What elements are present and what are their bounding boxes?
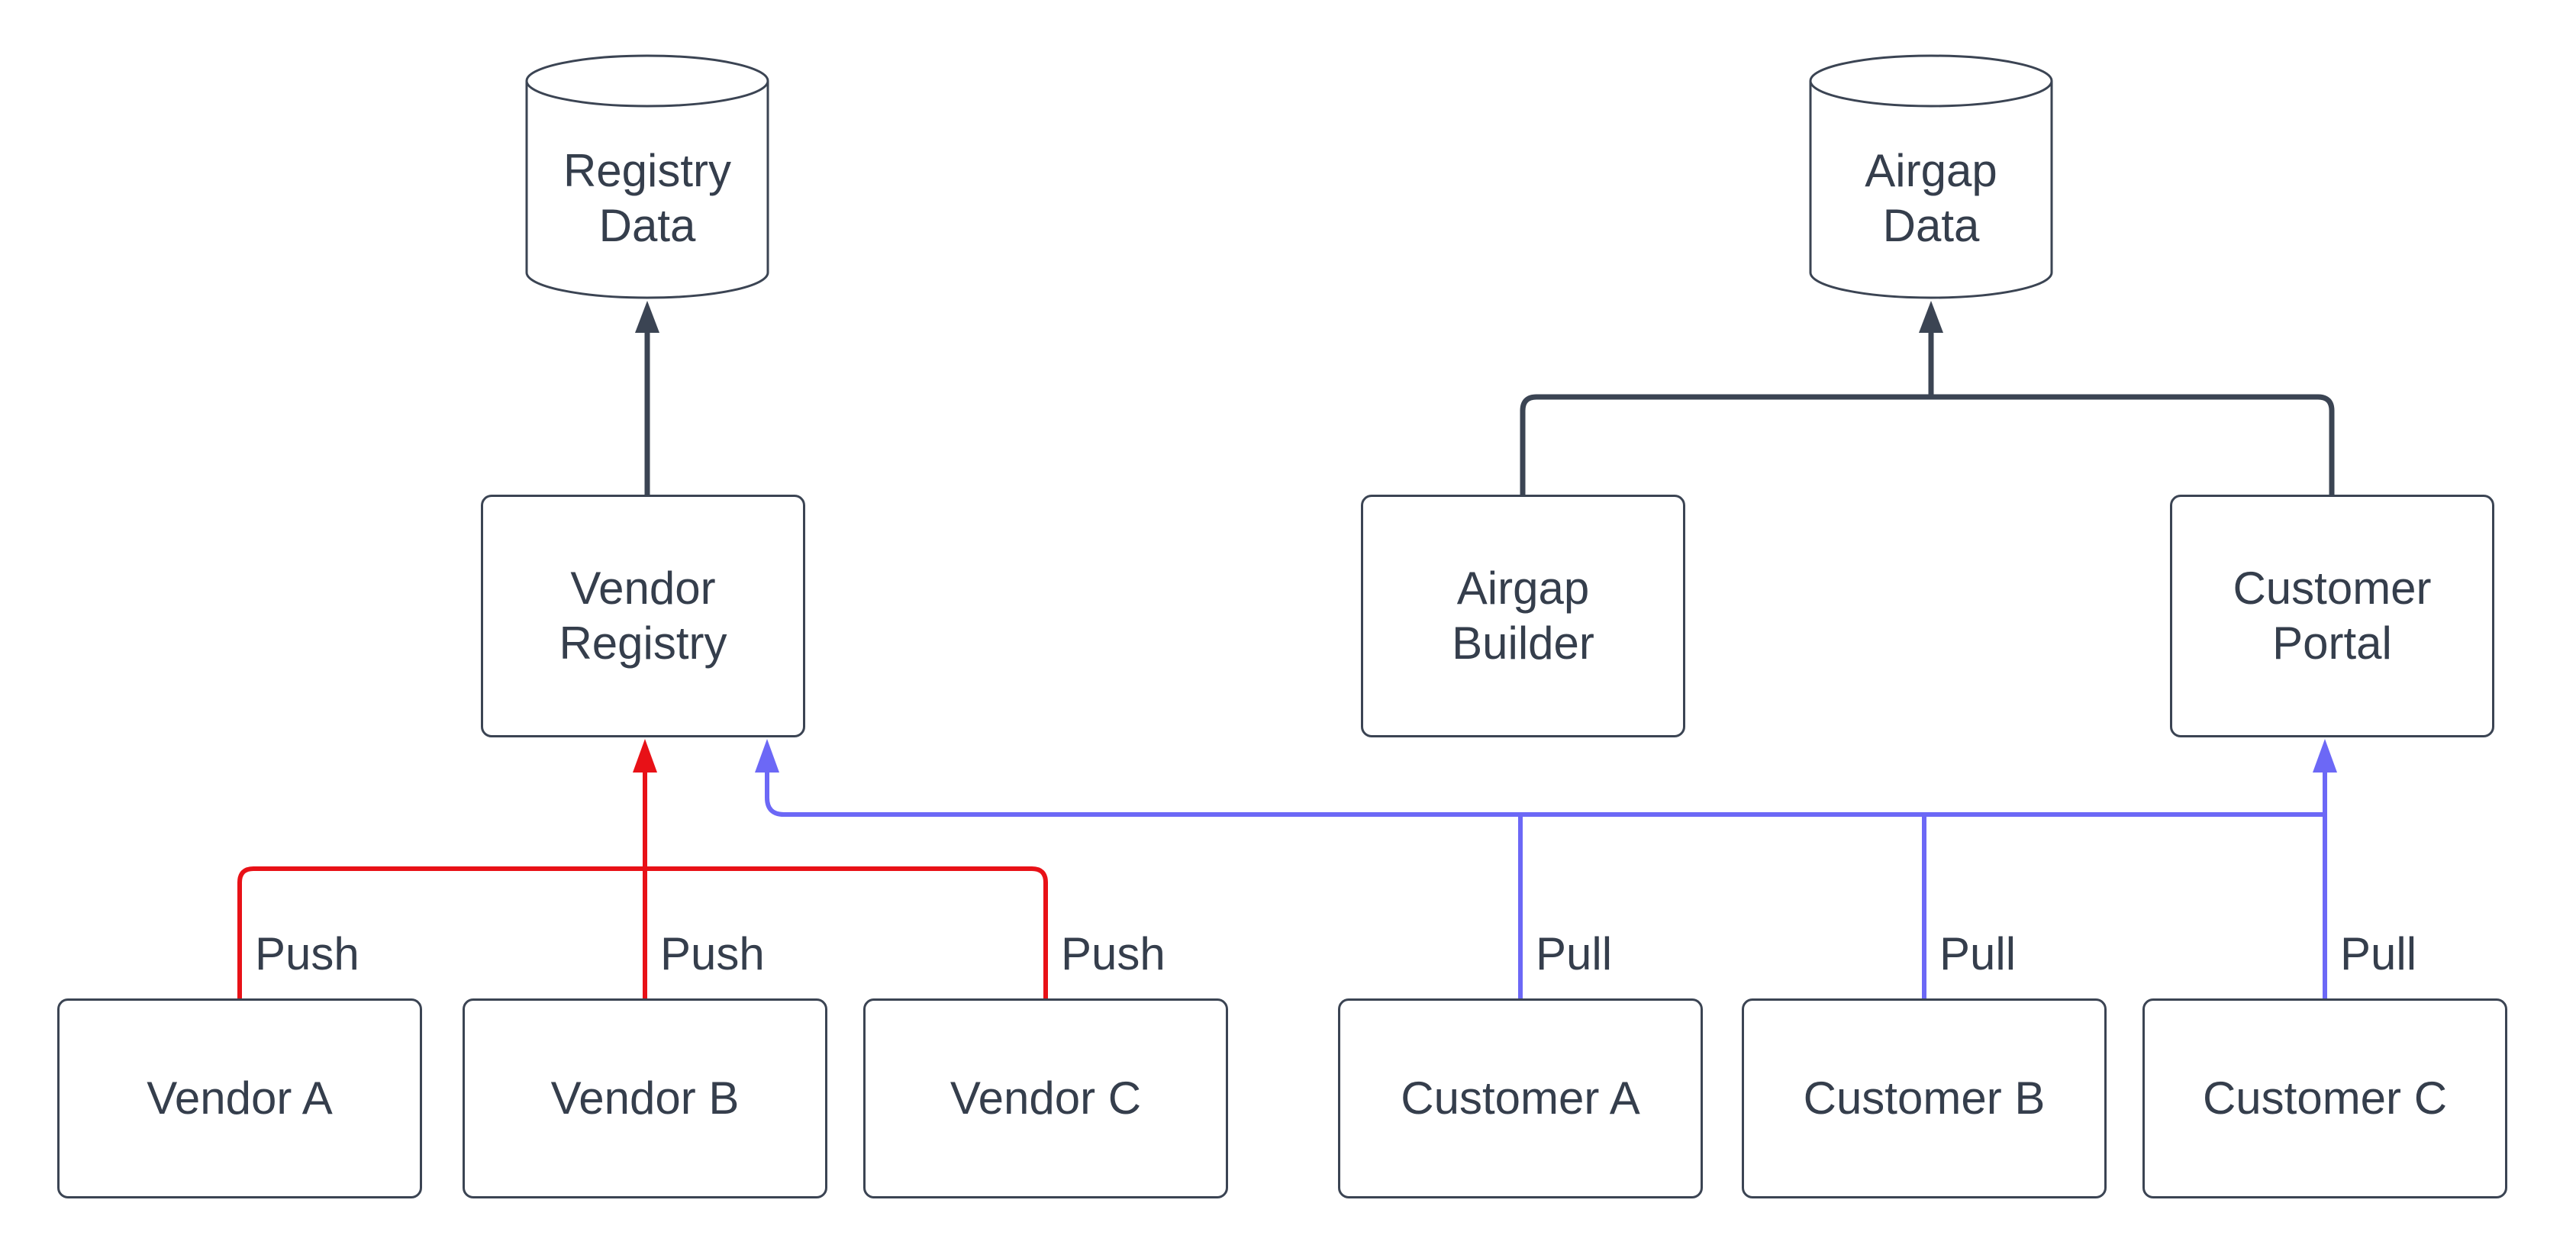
node-customer-portal: Customer Portal xyxy=(2170,495,2494,737)
edge-airgap-builder-portal-bus xyxy=(1520,394,2335,495)
node-customer-a: Customer A xyxy=(1338,998,1703,1198)
registry-data-label-line2: Data xyxy=(598,200,696,251)
registry-data-cylinder-body xyxy=(525,81,769,299)
node-vendor-a: Vendor A xyxy=(57,998,422,1198)
airgap-data-cylinder-top xyxy=(1809,54,2053,108)
registry-data-cylinder-top xyxy=(525,54,769,108)
arrowhead-registry-data xyxy=(635,301,659,333)
airgap-data-label: Airgap Data xyxy=(1810,122,2052,275)
registry-data-label: Registry Data xyxy=(527,122,768,275)
arrowhead-push-vendor-registry xyxy=(633,739,657,773)
edge-label-pull-customer-a: Pull xyxy=(1536,928,1613,979)
airgap-data-label-line1: Airgap xyxy=(1865,145,1997,196)
registry-data-label-line1: Registry xyxy=(563,145,732,196)
node-customer-c: Customer C xyxy=(2142,998,2507,1198)
node-vendor-c: Vendor C xyxy=(863,998,1228,1198)
arrowhead-pull-customer-portal xyxy=(2313,739,2337,773)
edge-label-push-vendor-b: Push xyxy=(660,928,765,979)
edge-label-push-vendor-a: Push xyxy=(255,928,359,979)
airgap-builder-label-line2: Builder xyxy=(1452,618,1594,669)
vendor-registry-label-line2: Registry xyxy=(559,618,727,669)
node-customer-b: Customer B xyxy=(1742,998,2107,1198)
edge-label-pull-customer-b: Pull xyxy=(1939,928,2017,979)
customer-portal-label-line2: Portal xyxy=(2272,618,2392,669)
customer-a-label: Customer A xyxy=(1401,1073,1640,1124)
node-vendor-b: Vendor B xyxy=(463,998,827,1198)
arrowhead-airgap-data xyxy=(1919,301,1943,333)
node-vendor-registry: Vendor Registry xyxy=(481,495,805,737)
airgap-data-cylinder-body xyxy=(1809,81,2053,299)
vendor-registry-label-line1: Vendor xyxy=(570,563,716,614)
node-airgap-builder: Airgap Builder xyxy=(1361,495,1685,737)
customer-b-label: Customer B xyxy=(1803,1073,2046,1124)
vendor-c-label: Vendor C xyxy=(949,1073,1142,1124)
airgap-data-label-line2: Data xyxy=(1882,200,1980,251)
edge-label-push-vendor-c: Push xyxy=(1061,928,1165,979)
edge-pull-bus xyxy=(765,771,2325,817)
vendor-a-label: Vendor A xyxy=(147,1073,333,1124)
arrowhead-pull-vendor-registry xyxy=(755,739,779,773)
customer-portal-label-line1: Customer xyxy=(2233,563,2432,614)
airgap-builder-label-line1: Airgap xyxy=(1456,563,1590,614)
edge-label-pull-customer-c: Pull xyxy=(2340,928,2417,979)
customer-c-label: Customer C xyxy=(2202,1073,2448,1124)
vendor-b-label: Vendor B xyxy=(550,1073,740,1124)
